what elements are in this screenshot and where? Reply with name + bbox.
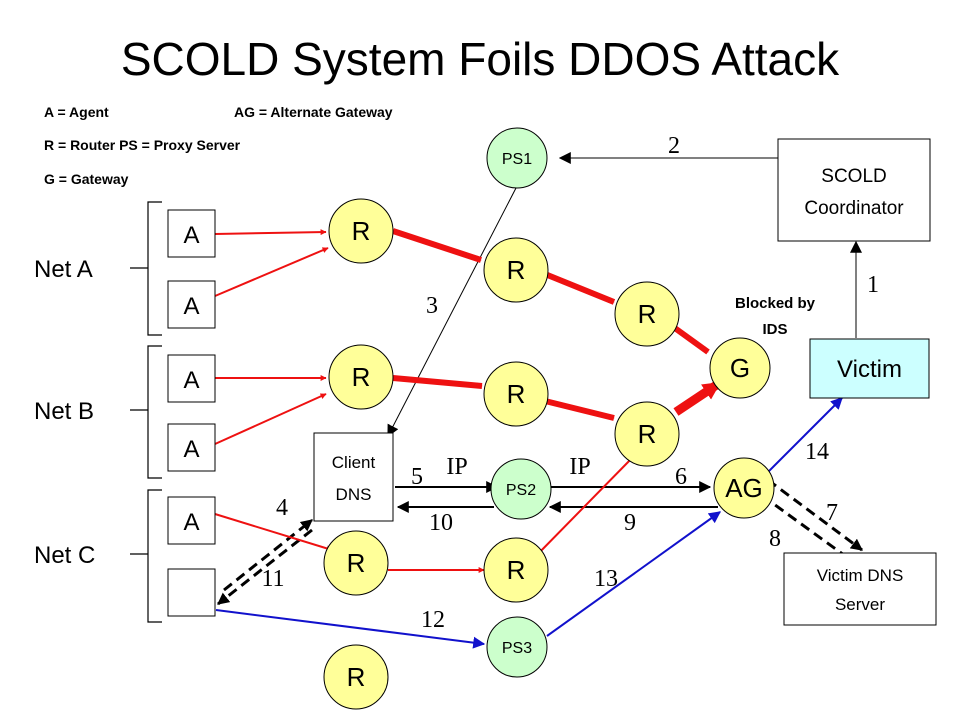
ps2-label: PS2: [506, 482, 536, 499]
attack-arrow: [214, 513, 333, 552]
agent-label: A: [183, 436, 199, 463]
gateway-node: G: [709, 337, 771, 399]
step-number-14: 14: [805, 439, 829, 465]
agent-box: A: [167, 496, 216, 545]
ps1-label: PS1: [502, 151, 532, 168]
blocked-by-ids-label-2: IDS: [762, 321, 787, 338]
page-title: SCOLD System Foils DDOS Attack: [121, 33, 840, 85]
ps3-label: PS3: [502, 640, 532, 657]
victim-dns-server-box: Victim DNS Server: [783, 552, 937, 626]
victim-dns-label-1: Victim DNS: [817, 566, 904, 585]
router-label: R: [507, 255, 526, 285]
attack-arrow: [392, 375, 483, 389]
agent-label: A: [183, 509, 199, 536]
step-number-3: 3: [426, 293, 438, 319]
step-number-12: 12: [421, 607, 445, 633]
arrow-step-8: [759, 492, 849, 560]
agent-box: A: [167, 209, 216, 258]
step-number-5: 5: [411, 464, 423, 490]
ip-label-left: IP: [446, 454, 467, 480]
router-label: R: [347, 548, 366, 578]
attack-arrow: [392, 228, 482, 263]
net-a-label: Net A: [34, 256, 93, 283]
router-node: R: [483, 537, 549, 603]
agent-label: A: [183, 367, 199, 394]
router-label: R: [638, 299, 657, 329]
router-label: R: [347, 662, 366, 692]
attack-arrow: [531, 455, 635, 561]
attack-arrow: [670, 323, 710, 355]
proxy-server-ps1: PS1: [486, 127, 548, 189]
step-number-9: 9: [624, 510, 636, 536]
router-node: R: [323, 530, 389, 596]
arrow-step-13: [546, 511, 721, 637]
legend-gateway: G = Gateway: [44, 171, 129, 187]
legend-alternate-gateway: AG = Alternate Gateway: [234, 104, 393, 120]
step-number-8: 8: [769, 526, 781, 552]
step-number-10: 10: [429, 510, 453, 536]
router-node: R: [614, 401, 680, 467]
router-label: R: [352, 216, 371, 246]
legend-router-proxy: R = Router PS = Proxy Server: [44, 137, 241, 153]
alternate-gateway-node: AG: [713, 457, 775, 519]
agent-label: A: [183, 222, 199, 249]
victim-dns-label-2: Server: [835, 595, 885, 614]
agent-box: A: [167, 280, 216, 329]
proxy-server-ps2: PS2: [490, 458, 552, 520]
client-dns-label-1: Client: [332, 453, 376, 472]
client-dns-box: Client DNS: [313, 432, 394, 522]
agent-box: A: [167, 354, 216, 403]
scold-coordinator-box: SCOLD Coordinator: [777, 138, 931, 242]
step-number-13: 13: [594, 566, 618, 592]
blocked-by-ids-label-1: Blocked by: [735, 295, 816, 312]
gateway-label: G: [730, 353, 750, 383]
router-node: R: [614, 281, 680, 347]
scold-label-2: Coordinator: [804, 198, 904, 219]
legend-agent: A = Agent: [44, 104, 109, 120]
victim-box: Victim: [809, 338, 930, 399]
proxy-server-ps3: PS3: [486, 616, 548, 678]
agent-label: A: [183, 293, 199, 320]
arrow-step-14: [761, 397, 843, 479]
attack-arrow: [214, 393, 327, 445]
agent-box: A: [167, 423, 216, 472]
router-node: R: [328, 198, 394, 264]
router-label: R: [638, 419, 657, 449]
net-a-bracket: [130, 201, 162, 336]
net-b-label: Net B: [34, 398, 94, 425]
router-label: R: [352, 362, 371, 392]
router-node: R: [483, 237, 549, 303]
scold-label-1: SCOLD: [821, 166, 886, 187]
step-number-4: 4: [276, 495, 288, 521]
arrow-step-12: [215, 609, 486, 649]
attack-arrow: [214, 229, 327, 236]
attack-arrow: [538, 269, 616, 305]
step-number-11: 11: [261, 566, 284, 592]
attack-arrow: [540, 397, 615, 421]
router-label: R: [507, 555, 526, 585]
step-number-7: 7: [826, 500, 838, 526]
step-number-6: 6: [675, 464, 687, 490]
client-dns-label-2: DNS: [336, 485, 372, 504]
net-c-label: Net C: [34, 542, 95, 569]
step-number-2: 2: [668, 133, 680, 159]
router-label: R: [507, 379, 526, 409]
client-host-box: [167, 568, 216, 617]
router-node: R: [323, 644, 389, 710]
alternate-gateway-label: AG: [725, 473, 763, 503]
net-b-bracket: [130, 345, 162, 479]
net-c-bracket: [130, 489, 162, 623]
step-number-1: 1: [867, 272, 879, 298]
ip-label-right: IP: [569, 454, 590, 480]
arrow-step-3: [387, 187, 517, 438]
arrow-step-4: [223, 518, 313, 592]
router-node: R: [328, 344, 394, 410]
arrow-step-7: [767, 478, 863, 552]
victim-label: Victim: [837, 356, 902, 383]
router-node: R: [483, 361, 549, 427]
attack-arrow: [673, 380, 721, 416]
attack-arrow: [214, 247, 329, 297]
arrow-step-11: [217, 528, 313, 606]
